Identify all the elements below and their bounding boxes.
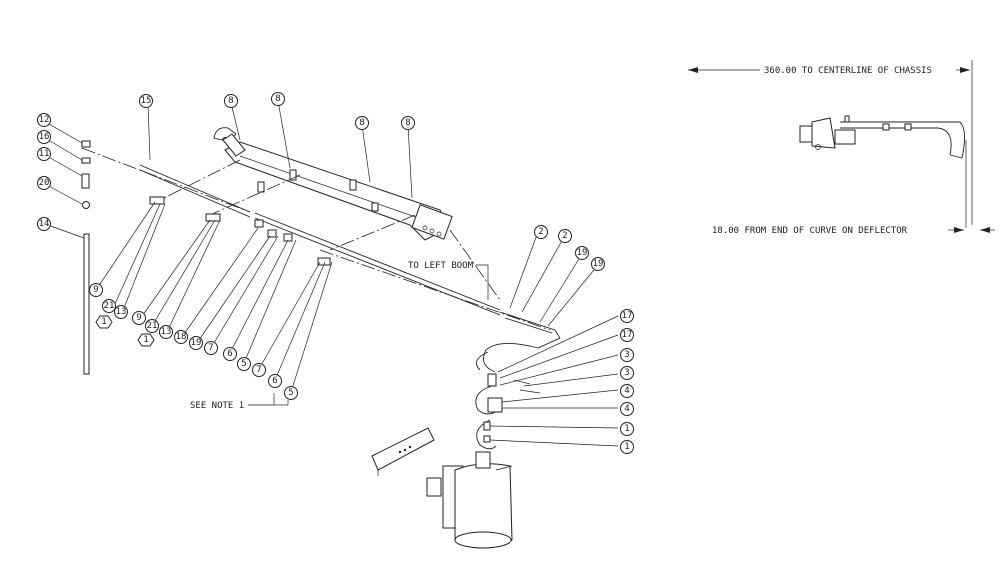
svg-text:1: 1 xyxy=(624,442,629,452)
balloon-5: 5 xyxy=(237,357,251,371)
dim-end-of-curve-deflector: 18.00 FROM END OF CURVE ON DEFLECTOR xyxy=(712,226,908,236)
svg-text:1: 1 xyxy=(624,424,629,434)
svg-text:15: 15 xyxy=(141,96,152,106)
balloon-5: 5 xyxy=(284,386,298,400)
balloon-callouts: 12 16 11 20 14 15 8 8 8 8 9 21 13 1 9 21… xyxy=(37,92,634,454)
balloon-19: 19 xyxy=(575,246,589,260)
right-assembly xyxy=(371,264,619,549)
balloon-9: 9 xyxy=(89,283,103,297)
svg-text:19: 19 xyxy=(577,248,588,258)
balloon-17: 17 xyxy=(620,328,634,342)
leader-lines xyxy=(95,100,599,406)
svg-text:21: 21 xyxy=(147,321,158,331)
svg-text:6: 6 xyxy=(227,349,232,359)
boom-assembly xyxy=(139,127,501,316)
balloon-4: 4 xyxy=(620,384,634,398)
balloon-2: 2 xyxy=(534,225,548,239)
svg-text:14: 14 xyxy=(39,219,50,229)
svg-text:13: 13 xyxy=(116,307,127,317)
clamp-parts xyxy=(149,196,331,266)
svg-text:4: 4 xyxy=(624,404,629,414)
balloon-21: 21 xyxy=(145,319,159,333)
svg-text:4: 4 xyxy=(624,386,629,396)
balloon-9: 9 xyxy=(132,311,146,325)
note-see-note-1: SEE NOTE 1 xyxy=(190,401,244,411)
balloon-3: 3 xyxy=(620,366,634,380)
svg-text:17: 17 xyxy=(622,330,633,340)
svg-text:12: 12 xyxy=(39,115,50,125)
svg-text:5: 5 xyxy=(288,388,293,398)
svg-text:8: 8 xyxy=(359,118,364,128)
balloon-2: 2 xyxy=(558,229,572,243)
balloon-1-hex: 1 xyxy=(137,333,155,347)
svg-text:9: 9 xyxy=(93,285,98,295)
note-to-left-boom: TO LEFT BOOM xyxy=(408,261,474,271)
svg-text:2: 2 xyxy=(538,227,543,237)
balloon-13: 13 xyxy=(114,305,128,319)
svg-text:17: 17 xyxy=(622,311,633,321)
balloon-14: 14 xyxy=(37,217,51,231)
balloon-16: 16 xyxy=(37,130,51,144)
svg-text:8: 8 xyxy=(405,118,410,128)
balloon-11: 11 xyxy=(37,147,51,161)
svg-text:2: 2 xyxy=(562,231,567,241)
svg-text:3: 3 xyxy=(624,368,629,378)
balloon-19: 19 xyxy=(189,336,203,350)
pump-motor xyxy=(426,451,513,549)
hardware-stack xyxy=(44,123,251,375)
balloon-13: 13 xyxy=(159,325,173,339)
svg-text:8: 8 xyxy=(228,96,233,106)
balloon-1: 1 xyxy=(620,440,634,454)
svg-text:13: 13 xyxy=(161,327,172,337)
svg-text:7: 7 xyxy=(208,343,213,353)
balloon-1-hex: 1 xyxy=(95,315,113,329)
balloon-7: 7 xyxy=(204,341,218,355)
balloon-4: 4 xyxy=(620,402,634,416)
svg-text:9: 9 xyxy=(136,313,141,323)
balloon-8: 8 xyxy=(401,116,415,130)
dim-centerline-of-chassis: 360.00 TO CENTERLINE OF CHASSIS xyxy=(764,66,932,76)
svg-text:16: 16 xyxy=(39,132,50,142)
balloon-18: 18 xyxy=(174,330,188,344)
balloon-6: 6 xyxy=(268,374,282,388)
svg-text:6: 6 xyxy=(272,376,277,386)
svg-text:18: 18 xyxy=(176,332,187,342)
balloon-20: 20 xyxy=(37,176,51,190)
balloon-12: 12 xyxy=(37,113,51,127)
svg-text:21: 21 xyxy=(104,301,115,311)
svg-text:11: 11 xyxy=(39,149,50,159)
balloon-1: 1 xyxy=(620,422,634,436)
svg-text:20: 20 xyxy=(39,178,50,188)
balloon-3: 3 xyxy=(620,348,634,362)
svg-text:5: 5 xyxy=(241,359,246,369)
svg-text:3: 3 xyxy=(624,350,629,360)
balloon-8: 8 xyxy=(355,116,369,130)
balloon-8: 8 xyxy=(224,94,238,108)
balloon-7: 7 xyxy=(252,363,266,377)
balloon-6: 6 xyxy=(223,347,237,361)
svg-text:8: 8 xyxy=(275,94,280,104)
svg-text:19: 19 xyxy=(191,338,202,348)
svg-text:1: 1 xyxy=(101,317,106,327)
svg-text:1: 1 xyxy=(143,335,148,345)
svg-text:19: 19 xyxy=(593,259,604,269)
balloon-19: 19 xyxy=(591,257,605,271)
balloon-21: 21 xyxy=(102,299,116,313)
balloon-17: 17 xyxy=(620,309,634,323)
svg-text:7: 7 xyxy=(256,365,261,375)
balloon-8: 8 xyxy=(271,92,285,106)
side-view xyxy=(688,60,995,233)
balloon-15: 15 xyxy=(139,94,153,108)
